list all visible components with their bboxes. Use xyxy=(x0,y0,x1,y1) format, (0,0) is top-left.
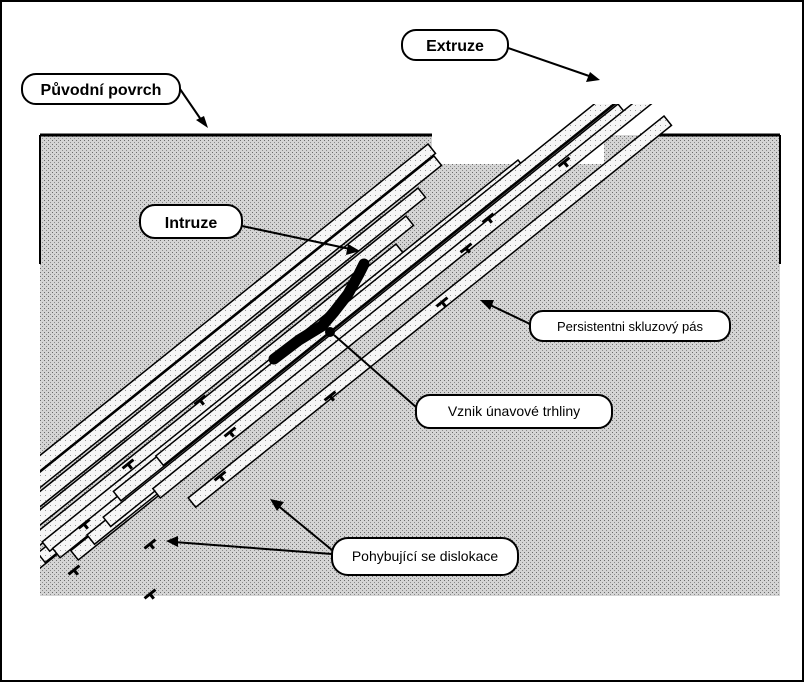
slip-band-diagram: Původní povrch Extruze Intruze Persisten… xyxy=(21,29,781,600)
slip-lamella xyxy=(102,104,627,528)
dislocation-icon xyxy=(77,518,91,530)
intrusion-crack xyxy=(268,258,370,365)
callout-intrusion: Intruze xyxy=(139,204,360,255)
slip-lamella xyxy=(40,214,415,527)
dislocation-icon xyxy=(557,156,571,168)
slip-lamella xyxy=(151,104,653,500)
persistent-slip-band-label: Persistentni skluzový pás xyxy=(557,319,703,334)
callout-moving-dislocations: Pohybující se dislokace xyxy=(166,499,519,576)
dislocation-icon xyxy=(143,588,157,600)
dislocation-icon xyxy=(143,538,157,550)
dislocation-icon xyxy=(435,296,449,308)
callout-persistent-slip-band: Persistentni skluzový pás xyxy=(480,300,731,342)
arrow-head-icon xyxy=(166,536,178,547)
arrow-head-icon xyxy=(270,499,284,511)
dislocation-icon xyxy=(121,458,135,470)
dislocation-icon xyxy=(459,242,473,254)
arrow-head-icon xyxy=(586,72,600,82)
intrusion-label: Intruze xyxy=(165,215,218,232)
dislocation-icon xyxy=(213,470,227,482)
dislocation-icon xyxy=(67,564,81,576)
moving-dislocations-label: Pohybující se dislokace xyxy=(352,548,499,564)
dislocation-icon xyxy=(223,426,237,438)
arrow-head-icon xyxy=(480,300,494,310)
callout-crack-initiation: Vznik únavové trhliny xyxy=(325,327,613,429)
arrow-head-icon xyxy=(196,116,208,128)
grain-bottom-edge xyxy=(40,596,780,600)
extrusion-label: Extruze xyxy=(426,38,484,55)
dislocation-icon xyxy=(323,390,337,402)
slip-lamella xyxy=(40,142,437,472)
callout-extrusion: Extruze xyxy=(401,29,600,82)
slip-bands xyxy=(40,104,780,600)
slip-lamella xyxy=(40,186,427,508)
dislocation-symbols xyxy=(67,156,571,600)
original-surface-label: Původní povrch xyxy=(41,82,162,99)
dislocation-icon xyxy=(193,394,207,406)
callout-original-surface: Původní povrch xyxy=(21,73,208,128)
dislocation-icon xyxy=(481,212,495,224)
crack-point-icon xyxy=(325,327,335,337)
crack-initiation-label: Vznik únavové trhliny xyxy=(448,403,580,419)
arrow-head-icon xyxy=(346,244,360,255)
slip-lamella xyxy=(187,114,673,509)
slip-lamella xyxy=(40,154,443,489)
